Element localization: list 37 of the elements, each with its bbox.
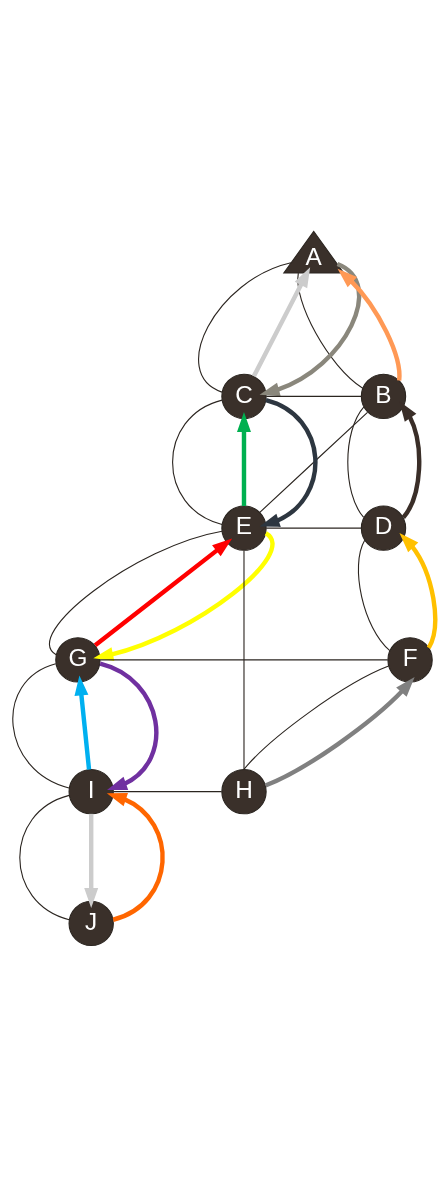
node-circle: B (360, 373, 407, 420)
connector (265, 395, 362, 397)
connector (243, 550, 245, 770)
arrow (84, 813, 99, 908)
connector (297, 272, 364, 389)
connector (259, 411, 369, 513)
arrow (337, 268, 402, 381)
arrow (93, 538, 233, 648)
connector (172, 399, 223, 525)
connector (113, 791, 223, 793)
arrow (264, 677, 415, 788)
node-circle: H (221, 768, 267, 815)
arrow (399, 532, 438, 649)
connector (12, 663, 70, 789)
connector (347, 406, 365, 519)
connector (265, 527, 362, 529)
node-circle: I (68, 768, 114, 815)
arrow (237, 411, 251, 506)
arrow (106, 792, 165, 922)
arrow (251, 267, 311, 378)
node-circle: F (387, 637, 433, 683)
arrow (74, 675, 92, 770)
connector (243, 665, 390, 770)
node-circle: E (221, 505, 267, 551)
arrow (99, 661, 159, 791)
connector (198, 262, 292, 393)
node-circle: C (221, 373, 267, 420)
connector (19, 794, 70, 921)
connector (357, 539, 391, 652)
node-circle: G (55, 637, 101, 683)
connector (99, 659, 389, 661)
arrow (259, 398, 318, 527)
arrow (93, 531, 275, 662)
connector (49, 530, 223, 656)
node-circle: D (360, 505, 407, 551)
node-circle: J (68, 900, 114, 947)
arrow (259, 262, 362, 397)
